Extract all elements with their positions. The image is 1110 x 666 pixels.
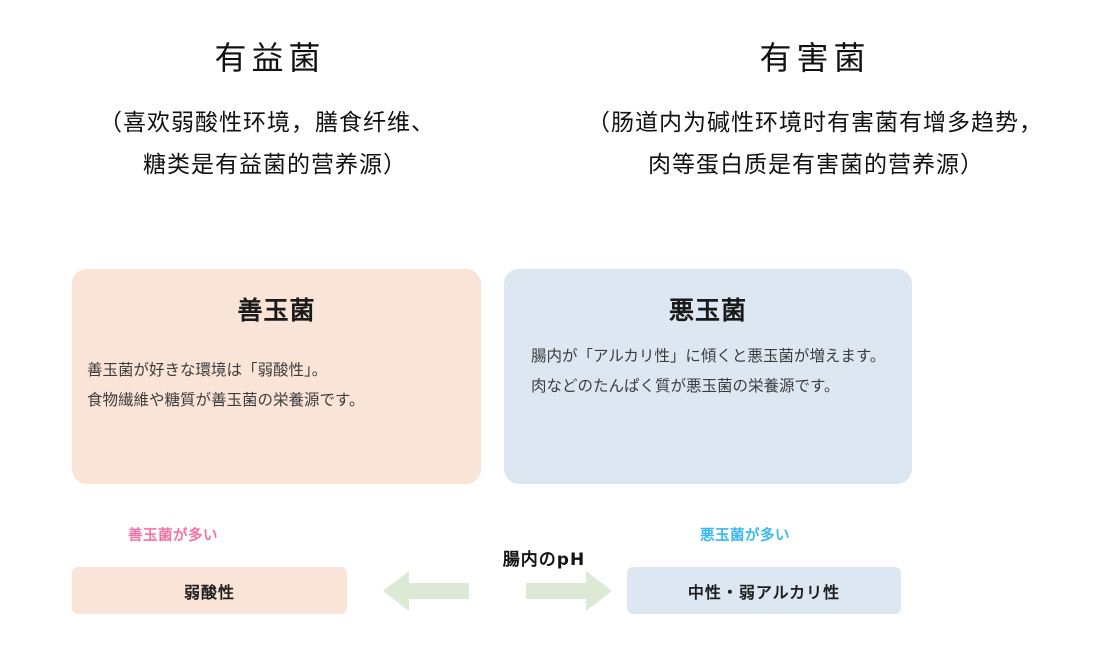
annotation-bad-subtitle-line1: （肠道内为碱性环境时有害菌有增多趋势， — [587, 110, 1043, 135]
arrow-right-icon — [526, 571, 612, 611]
card-good-body-line2: 食物繊維や糖質が善玉菌の栄養源です。 — [87, 391, 365, 409]
card-good-title: 善玉菌 — [237, 296, 316, 325]
annotation-good-bacteria: 有益菌 （喜欢弱酸性环境，膳食纤维、 糖类是有益菌的营养源） — [20, 0, 520, 186]
ph-axis-caption: 腸内のpH — [0, 545, 1110, 570]
card-good-bacteria: 善玉菌 善玉菌が好きな環境は「弱酸性」。 食物繊維や糖質が善玉菌の栄養源です。 — [72, 269, 481, 484]
ph-bar-weakly-acidic-label: 弱酸性 — [183, 582, 235, 602]
card-good-body-line1: 善玉菌が好きな環境は「弱酸性」。 — [87, 361, 328, 379]
ph-axis-caption-text: 腸内のpH — [502, 550, 586, 570]
annotation-bad-bacteria: 有害菌 （肠道内为碱性环境时有害菌有增多趋势， 肉等蛋白质是有害菌的营养源） — [520, 0, 1110, 186]
annotation-bad-title: 有害菌 — [759, 40, 871, 76]
annotation-row: 有益菌 （喜欢弱酸性环境，膳食纤维、 糖类是有益菌的营养源） 有害菌 （肠道内为… — [0, 0, 1110, 250]
ph-bar-weakly-acidic: 弱酸性 — [72, 567, 347, 614]
card-bad-bacteria: 悪玉菌 腸内が「アルカリ性」に傾くと悪玉菌が増えます。肉などのたんぱく質が悪玉菌… — [504, 269, 912, 484]
annotation-good-subtitle-line1: （喜欢弱酸性环境，膳食纤维、 — [99, 110, 435, 135]
ph-label-good-bacteria-dominant: 善玉菌が多い — [128, 528, 218, 544]
card-good-body: 善玉菌が好きな環境は「弱酸性」。 食物繊維や糖質が善玉菌の栄養源です。 — [72, 327, 481, 415]
annotation-good-subtitle: （喜欢弱酸性环境，膳食纤维、 糖类是有益菌的营养源） — [20, 74, 520, 186]
annotation-bad-subtitle: （肠道内为碱性环境时有害菌有增多趋势， 肉等蛋白质是有害菌的营养源） — [520, 74, 1110, 186]
ph-bar-neutral-alkaline-label: 中性・弱アルカリ性 — [687, 582, 841, 602]
annotation-good-subtitle-line2: 糖类是有益菌的营养源） — [143, 152, 407, 177]
annotation-bad-subtitle-line2: 肉等蛋白质是有害菌的营养源） — [648, 152, 984, 177]
ph-label-bad-bacteria-dominant: 悪玉菌が多い — [700, 528, 790, 544]
annotation-good-title: 有益菌 — [214, 40, 326, 76]
card-bad-body-text: 腸内が「アルカリ性」に傾くと悪玉菌が増えます。肉などのたんぱく質が悪玉菌の栄養源… — [531, 347, 886, 395]
card-bad-title: 悪玉菌 — [668, 296, 747, 325]
arrow-left-icon — [383, 571, 469, 611]
ph-comparison-strip: 善玉菌が多い 悪玉菌が多い 弱酸性 中性・弱アルカリ性 腸内のpH — [0, 505, 1110, 635]
card-bad-body: 腸内が「アルカリ性」に傾くと悪玉菌が増えます。肉などのたんぱく質が悪玉菌の栄養源… — [504, 327, 912, 401]
ph-bar-neutral-alkaline: 中性・弱アルカリ性 — [627, 567, 901, 614]
